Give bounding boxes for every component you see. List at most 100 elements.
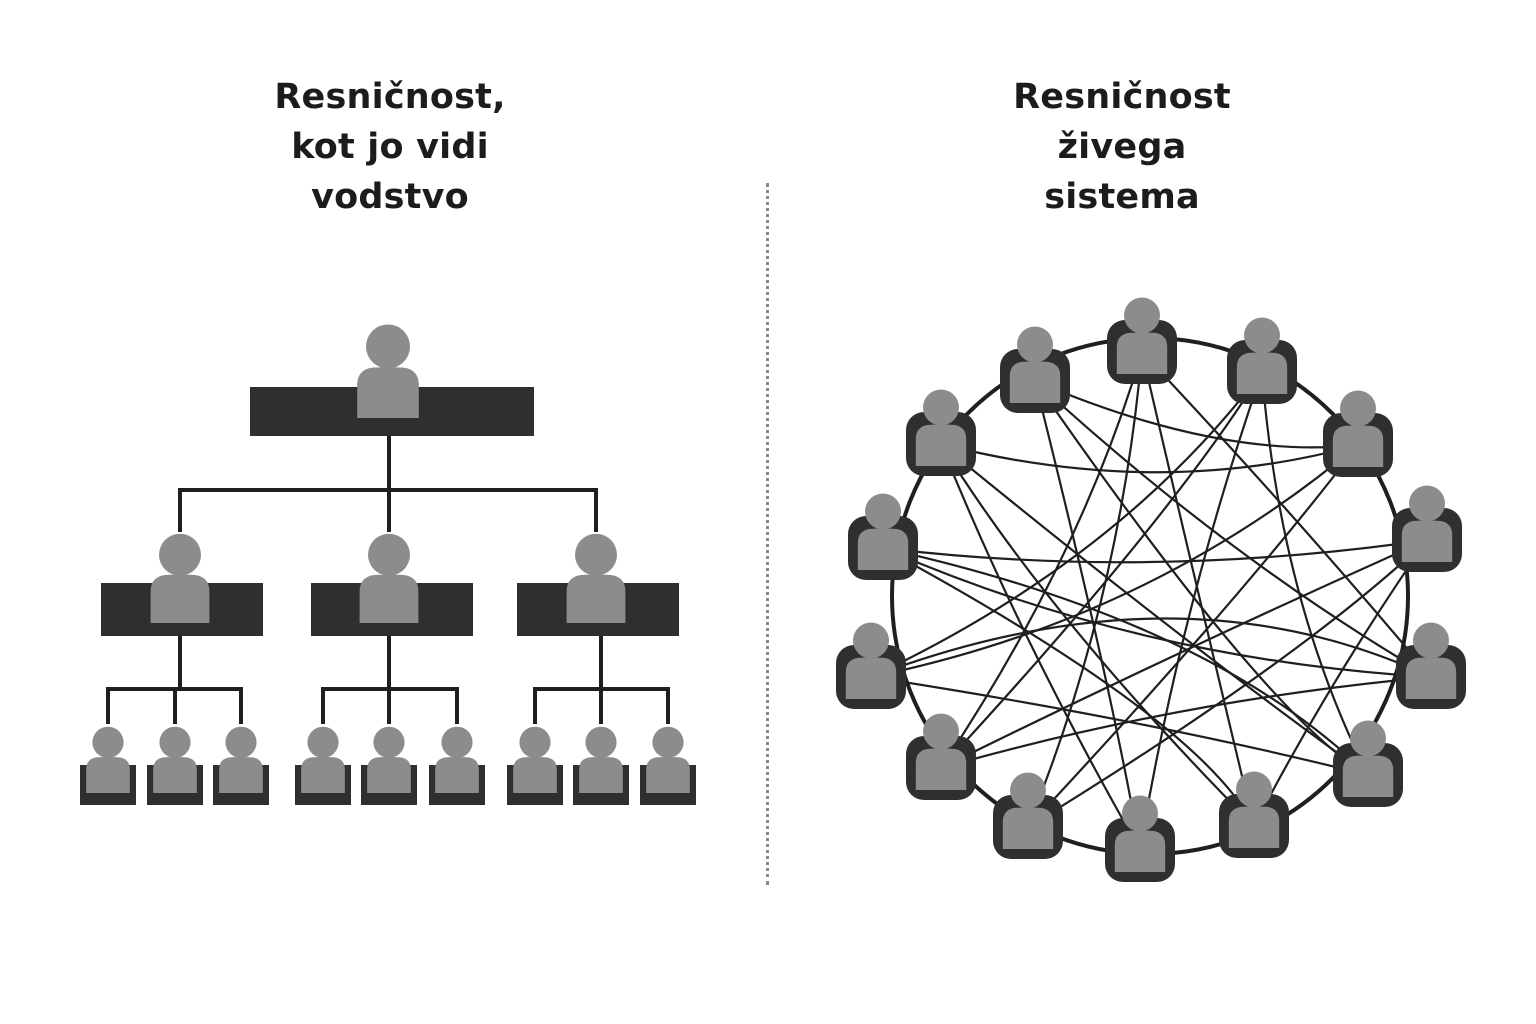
member-person-icon [1332,390,1384,467]
person-head [225,726,257,758]
person-head [1017,326,1053,363]
network-link [1260,371,1369,776]
person-head [1409,485,1445,522]
member-person-icon [1116,297,1168,374]
person-torso [513,757,557,793]
network-node [1000,326,1070,413]
person-torso [1401,520,1453,562]
manager-person-icon [359,533,419,623]
person-head [92,726,124,758]
network-link [940,675,1432,770]
member-person-icon [845,622,897,699]
person-head [853,622,889,659]
person-torso [1405,657,1457,699]
network-link [1033,380,1142,851]
person-head [519,726,551,758]
network-link [1034,379,1359,449]
person-head [159,533,201,576]
network-title-line-1: Resničnost [1013,77,1231,117]
staff-person-icon [513,726,557,793]
staff-person-icon [367,726,411,793]
person-head [307,726,339,758]
network-link [1027,444,1359,828]
network-link [939,443,1141,851]
person-torso [1114,830,1166,872]
member-person-icon [915,389,967,466]
member-person-icon [1236,317,1288,394]
network-link [940,443,1369,776]
network-link [882,538,1428,564]
network-node [1323,390,1393,477]
member-person-icon [857,493,909,570]
person-head [366,324,410,369]
person-head [1244,317,1280,354]
staff-person-icon [646,726,690,793]
person-torso [301,757,345,793]
person-torso [153,757,197,793]
network-link [1141,351,1432,678]
network-link [882,546,1369,776]
network-link [1140,351,1256,827]
network-node [836,622,906,709]
staff-person-icon [86,726,130,793]
person-torso [845,657,897,699]
member-person-icon [915,713,967,790]
network-link [870,675,1369,777]
person-head [1340,390,1376,427]
network-node [1219,771,1289,858]
person-head [923,713,959,750]
network-link [1026,351,1144,828]
org-chart [80,324,696,805]
network-link [1253,539,1428,827]
person-head [923,389,959,426]
person-torso [646,757,690,793]
person-torso [915,748,967,790]
person-torso [1228,806,1280,848]
member-person-icon [1342,720,1394,797]
member-person-icon [1401,485,1453,562]
person-head [1010,772,1046,809]
person-torso [1116,332,1168,374]
person-torso [915,424,967,466]
network-node [1392,485,1462,572]
person-head [865,493,901,530]
network-title-line-2: živega [1057,127,1187,167]
person-torso [435,757,479,793]
hierarchy-title-line-2: kot jo vidi [291,127,489,167]
network-nodes [836,297,1466,882]
network-link [1034,380,1432,678]
network-link [940,538,1428,769]
network-link [870,371,1263,678]
member-person-icon [1002,772,1054,849]
staff-person-icon [435,726,479,793]
network-node [906,389,976,476]
person-torso [1002,807,1054,849]
network-node [1333,720,1403,807]
person-torso [1342,755,1394,797]
network-link [1138,371,1264,851]
network-links [870,351,1432,851]
network-link [1027,539,1428,828]
hierarchy-title: Resničnost, kot jo vidi vodstvo [180,72,600,222]
person-head [159,726,191,758]
person-torso [357,367,419,418]
staff-person-icon [301,726,345,793]
network-node [1396,622,1466,709]
staff-person-icon [153,726,197,793]
network-link [940,442,1359,474]
person-torso [219,757,263,793]
member-person-icon [1114,795,1166,872]
network-link [870,444,1359,679]
person-torso [86,757,130,793]
person-head [368,533,410,576]
person-head [1124,297,1160,334]
network-link [940,351,1144,769]
person-head [1350,720,1386,757]
person-torso [579,757,623,793]
panel-divider [766,183,769,885]
manager-person-icon [150,533,210,623]
hierarchy-title-line-3: vodstvo [311,177,469,217]
staff-person-icon [219,726,263,793]
network-node [1107,297,1177,384]
person-torso [1236,352,1288,394]
